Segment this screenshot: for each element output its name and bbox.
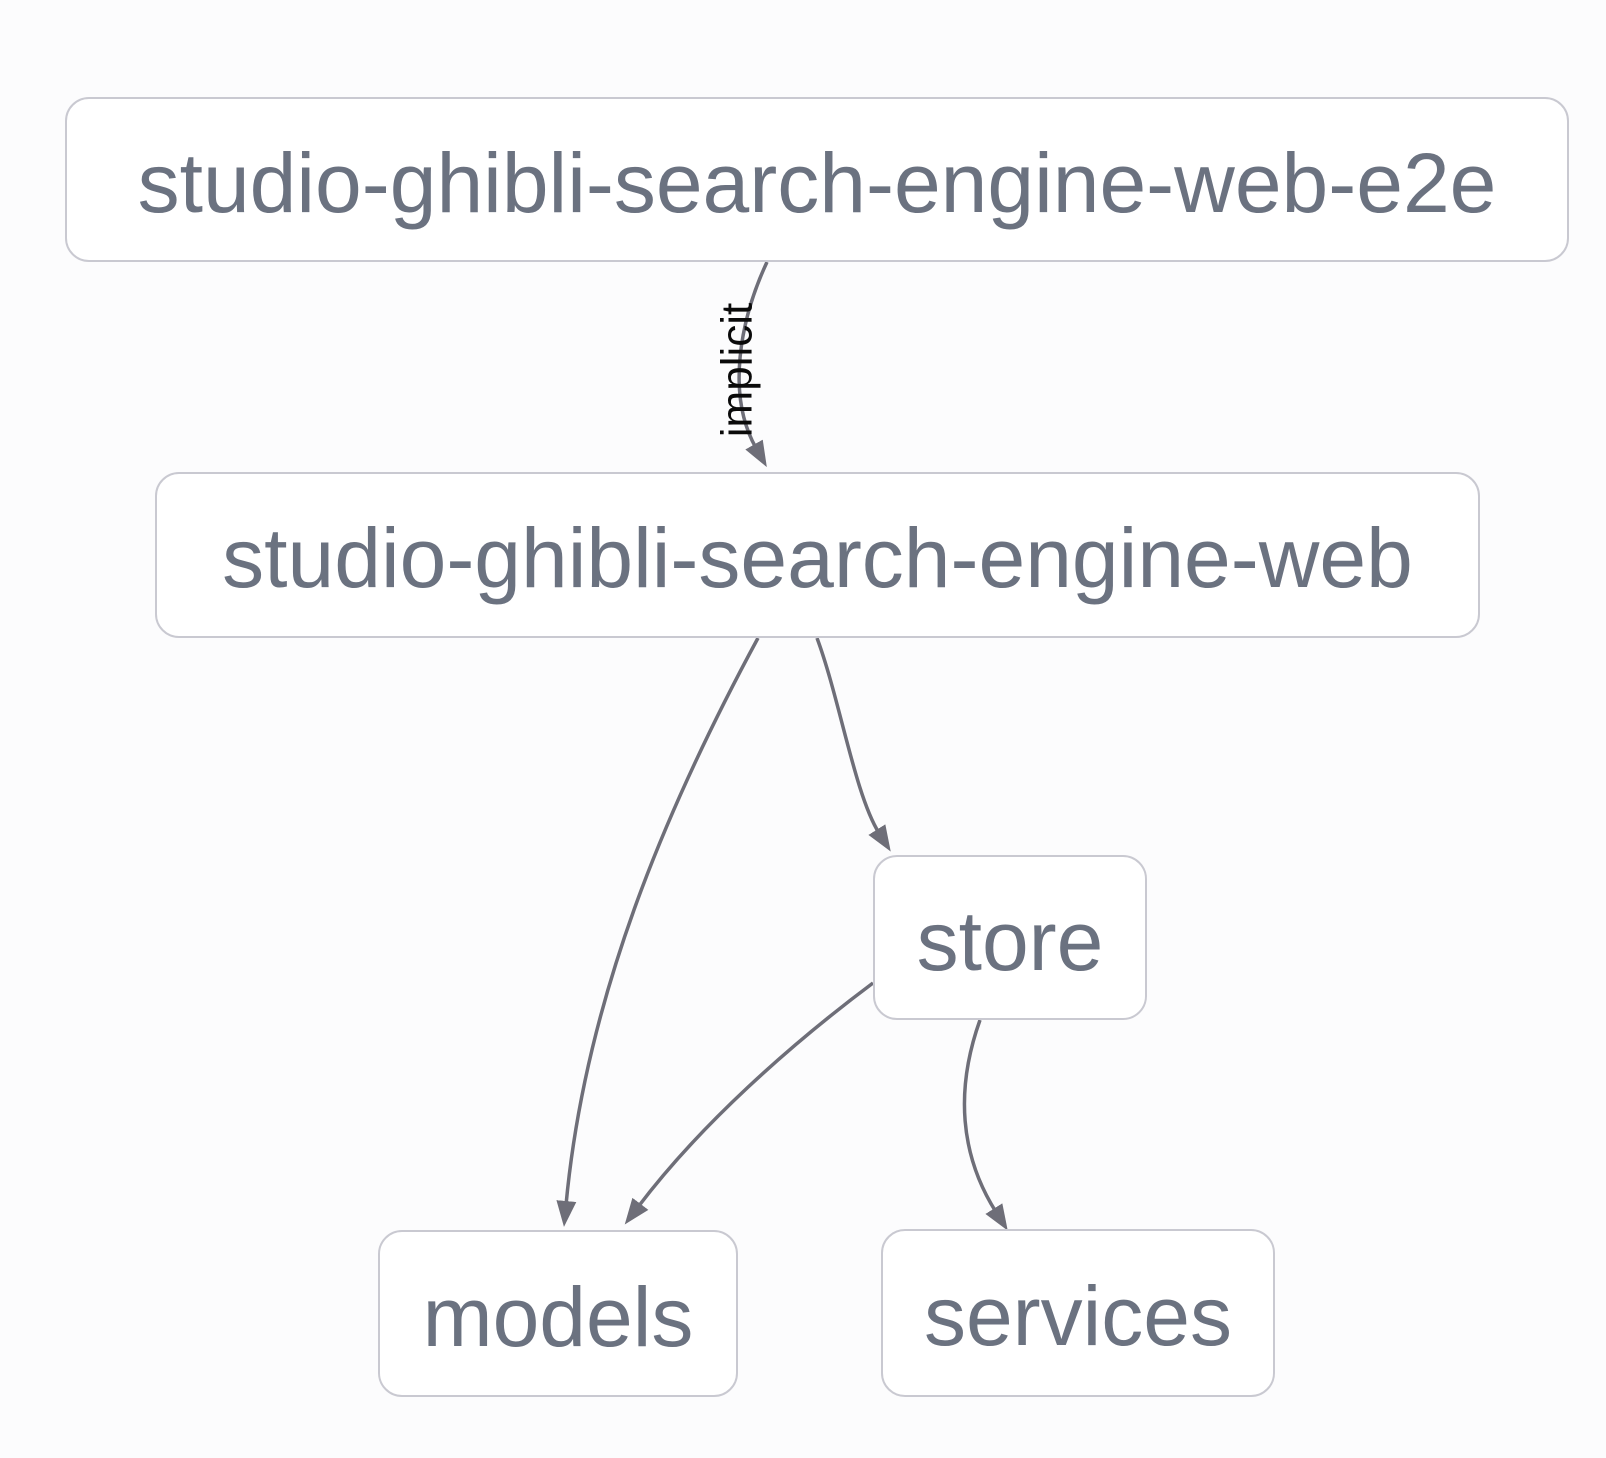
node-studio-ghibli-search-engine-web-e2e[interactable]: studio-ghibli-search-engine-web-e2e [65,97,1569,262]
edge-label-implicit: implicit [713,303,762,437]
edge-store-to-models[interactable] [624,981,875,1225]
edge-e2e-to-web[interactable] [737,261,769,468]
node-label: store [916,893,1104,988]
edge-web-to-store[interactable] [815,637,891,852]
edge-store-to-services[interactable] [962,1019,1008,1231]
node-label: studio-ghibli-search-engine-web-e2e [137,135,1497,230]
node-label: models [422,1269,694,1364]
node-models[interactable]: models [378,1230,738,1397]
node-label: studio-ghibli-search-engine-web [222,511,1413,605]
node-label: services [923,1269,1233,1363]
node-services[interactable]: services [881,1229,1275,1397]
edge-web-to-models[interactable] [556,637,760,1227]
node-store[interactable]: store [873,855,1147,1020]
node-studio-ghibli-search-engine-web[interactable]: studio-ghibli-search-engine-web [155,472,1480,638]
